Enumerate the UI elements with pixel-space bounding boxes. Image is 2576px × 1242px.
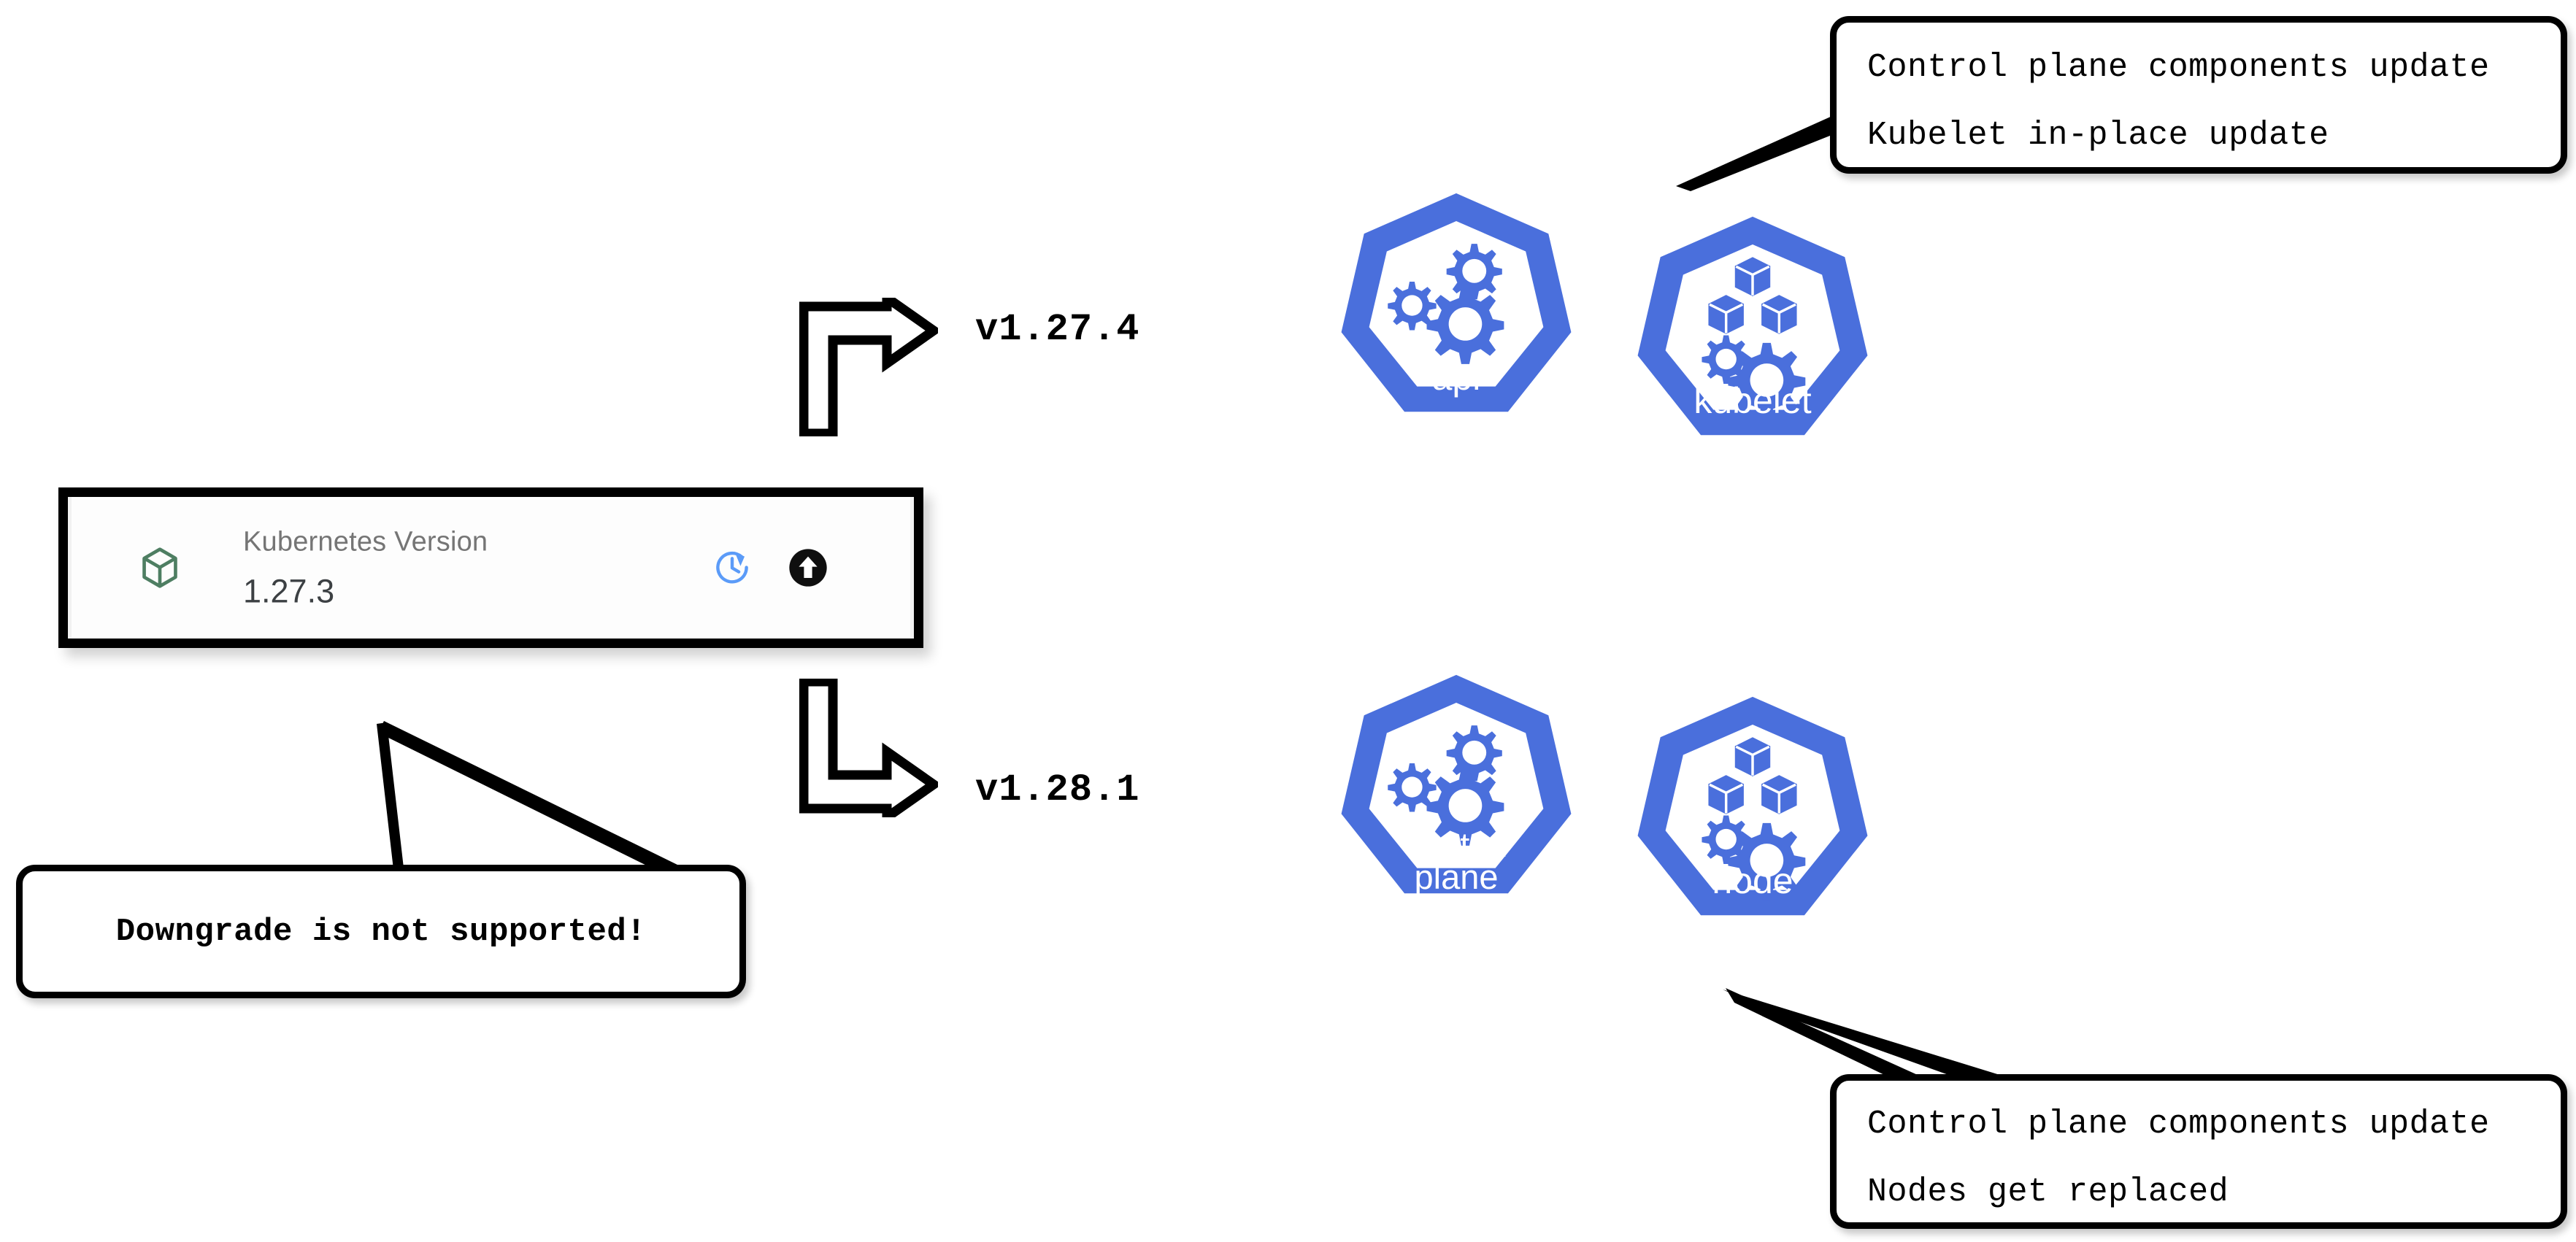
branch-version-label-minor: v1.28.1 [975, 768, 1140, 811]
callout-top: Control plane components update Kubelet … [1830, 16, 2567, 174]
cubes-and-gears-glyph [1702, 257, 1806, 420]
callout-bottom-right-line-2: Nodes get replaced [1867, 1173, 2229, 1211]
version-card-label: Kubernetes Version [243, 526, 488, 558]
callout-top-line-2: Kubelet in-place update [1867, 117, 2329, 154]
arrow-down-right-icon [799, 676, 942, 827]
cube-icon [137, 545, 182, 590]
callout-downgrade-tail [314, 649, 693, 894]
branch-version-label-patch: v1.27.4 [975, 308, 1140, 351]
upgrade-arrow-icon[interactable] [788, 547, 828, 588]
callout-bottom-right: Control plane components update Nodes ge… [1830, 1074, 2567, 1229]
kubernetes-version-card[interactable]: Kubernetes Version 1.27.3 [58, 487, 923, 648]
rotate-history-icon[interactable] [712, 547, 753, 588]
version-text-group: Kubernetes Version 1.27.3 [243, 525, 488, 611]
badge-control-plane: control plane [1330, 670, 1583, 922]
badge-kubelet: kubelet [1626, 212, 1879, 464]
callout-bottom-right-line-1: Control plane components update [1867, 1106, 2490, 1143]
callout-downgrade-text: Downgrade is not supported! [115, 913, 647, 950]
gears-glyph [1388, 725, 1504, 846]
version-card-value: 1.27.3 [243, 571, 335, 609]
version-card-actions [712, 547, 828, 588]
version-card-inner: Kubernetes Version 1.27.3 [68, 497, 914, 639]
cubes-and-gears-glyph [1702, 737, 1806, 900]
callout-top-line-1: Control plane components update [1867, 49, 2490, 86]
callout-downgrade: Downgrade is not supported! [16, 865, 746, 998]
badge-api: api [1330, 188, 1583, 441]
gears-glyph [1388, 244, 1504, 364]
badge-node: node [1626, 692, 1879, 944]
arrow-up-right-icon [799, 288, 942, 440]
